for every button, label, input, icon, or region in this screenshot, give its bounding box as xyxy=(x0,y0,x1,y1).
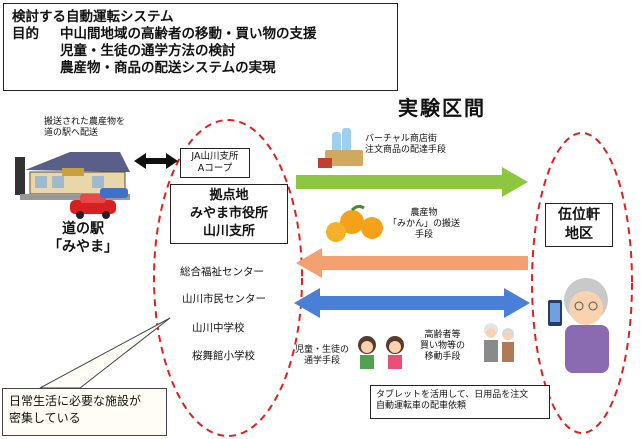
oranges-illustration xyxy=(326,204,383,242)
destination-line-1: 伍位軒 xyxy=(558,207,600,223)
produce-caption-line-2: 「みかん」の搬送 xyxy=(388,219,461,229)
station-ja-arrow xyxy=(134,153,178,169)
purpose-label: 目的 xyxy=(12,26,39,42)
roadside-station-name: 道の駅 「みやま」 xyxy=(38,220,128,256)
station-name-line-2: 「みやま」 xyxy=(48,239,118,255)
purpose-title: 検討する自動運転システム xyxy=(12,9,174,25)
tablet-note-box: タブレットを活用して、日用品を注文 自動運転車の配車依頼 xyxy=(370,385,550,419)
elderly-couple-illustration xyxy=(484,323,514,362)
tablet-note-line-1: タブレットを活用して、日用品を注文 xyxy=(376,390,529,400)
facility-junior-high: 山川中学校 xyxy=(192,322,245,334)
purpose-line-3: 農産物・商品の配送システムの実現 xyxy=(60,60,276,76)
ja-line-1: JA山川支所 xyxy=(191,151,239,162)
elderly-caption-line-3: 移動手段 xyxy=(424,352,461,362)
purpose-line-2: 児童・生徒の通学方法の検討 xyxy=(60,43,236,59)
callout-line-1: 日常生活に必要な施設が xyxy=(9,394,142,408)
ja-branch-box: JA山川支所 Aコープ xyxy=(180,148,250,178)
students-illustration xyxy=(358,336,404,369)
elderly-caption-line-2: 買い物等の xyxy=(420,341,466,351)
hub-area-oval xyxy=(153,119,303,437)
station-delivery-note: 搬送された農産物を 道の駅へ配送 xyxy=(44,117,125,139)
grandmother-illustration xyxy=(548,278,609,373)
hub-line-1: 拠点地 xyxy=(209,188,249,203)
produce-arrow xyxy=(296,248,528,278)
produce-caption-line-1: 農産物 xyxy=(410,208,438,218)
station-note-line-2: 道の駅へ配送 xyxy=(44,128,99,138)
destination-area-oval xyxy=(531,132,633,434)
facility-elementary: 桜舞館小学校 xyxy=(192,350,255,362)
facility-civic-center: 山川市民センター xyxy=(182,293,266,305)
hub-line-3: 山川支所 xyxy=(202,224,255,239)
destination-line-2: 地区 xyxy=(565,226,593,242)
shopping-caption-line-1: バーチャル商店街 xyxy=(365,134,437,144)
groceries-illustration xyxy=(318,128,363,168)
students-caption-line-1: 児童・生徒の xyxy=(295,345,350,355)
callout-box: 日常生活に必要な施設が 密集している xyxy=(2,388,167,436)
elderly-caption: 高齢者等 買い物等の 移動手段 xyxy=(420,330,465,363)
shopping-arrow xyxy=(296,167,528,197)
callout-line-2: 密集している xyxy=(9,411,81,425)
callout-pointer xyxy=(39,317,171,389)
destination-box: 伍位軒 地区 xyxy=(545,203,613,247)
shopping-caption: バーチャル商店街 注文商品の配達手段 xyxy=(365,134,446,156)
produce-caption: 農産物 「みかん」の搬送 手段 xyxy=(388,208,460,241)
area-title: 実験区間 xyxy=(398,96,486,120)
ja-line-2: Aコープ xyxy=(197,163,233,174)
hub-box: 拠点地 みやま市役所 山川支所 xyxy=(170,184,288,244)
students-caption-line-2: 通学手段 xyxy=(304,356,341,366)
purpose-box: 検討する自動運転システム 目的 中山間地域の高齢者の移動・買い物の支援 児童・生… xyxy=(3,3,398,91)
shopping-caption-line-2: 注文商品の配達手段 xyxy=(365,145,447,155)
roadside-station-illustration xyxy=(15,152,130,219)
station-note-line-1: 搬送された農産物を xyxy=(44,117,126,127)
station-name-line-1: 道の駅 xyxy=(62,221,104,237)
elderly-caption-line-1: 高齢者等 xyxy=(424,330,461,340)
mobility-arrow xyxy=(294,288,530,318)
hub-line-2: みやま市役所 xyxy=(189,206,268,221)
purpose-line-1: 中山間地域の高齢者の移動・買い物の支援 xyxy=(60,26,317,42)
produce-caption-line-3: 手段 xyxy=(415,230,434,240)
students-caption: 児童・生徒の 通学手段 xyxy=(295,345,349,367)
tablet-note-line-2: 自動運転車の配車依頼 xyxy=(376,401,467,411)
facility-welfare-center: 総合福祉センター xyxy=(180,266,264,278)
